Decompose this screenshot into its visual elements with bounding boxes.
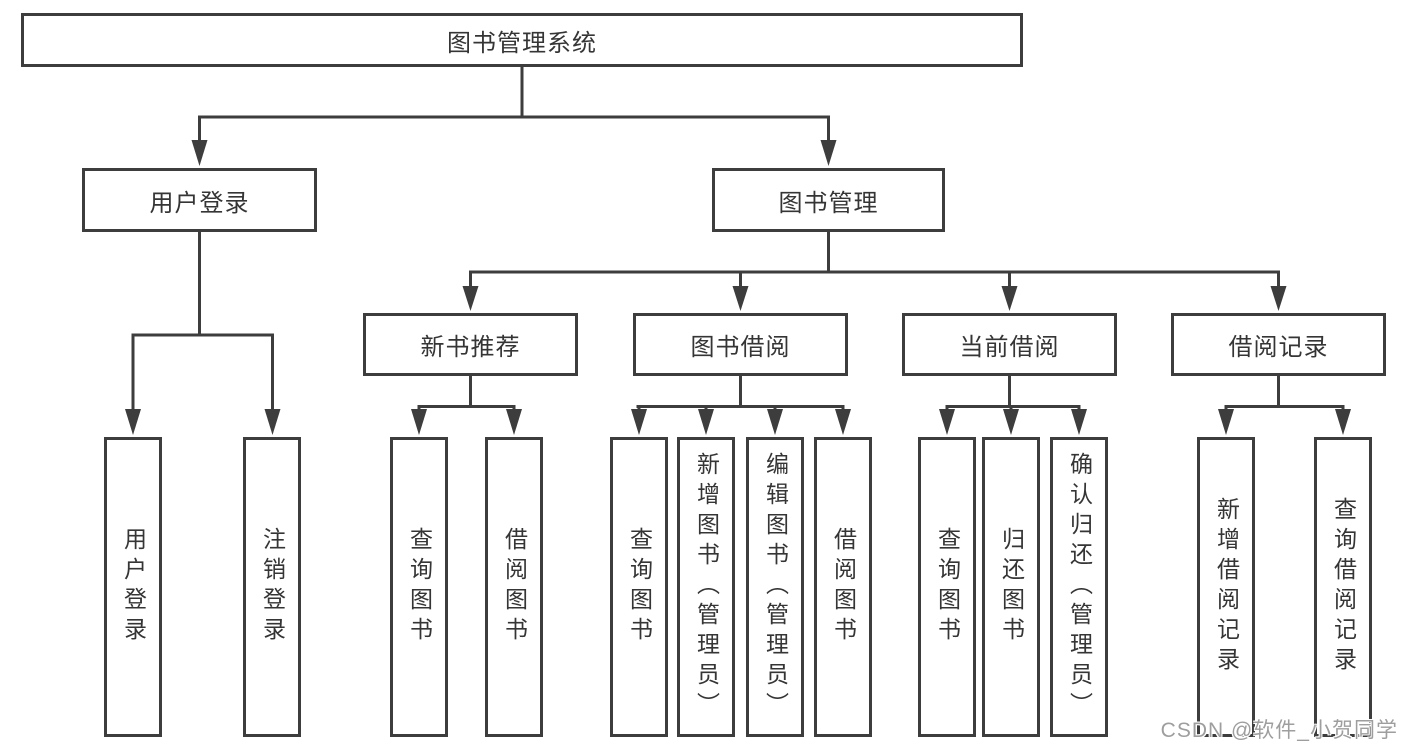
leaf-return-book: 归还图书	[982, 437, 1040, 737]
leaf-query-books-current: 查询图书	[918, 437, 976, 737]
node-current-borrow: 当前借阅	[902, 313, 1117, 376]
node-book-management: 图书管理	[712, 168, 945, 232]
csdn-watermark: CSDN @软件_小贺同学	[1160, 719, 1398, 742]
leaf-borrow-books-recommend: 借阅图书	[485, 437, 543, 737]
leaf-confirm-return-admin: 确认归还（管理员）	[1050, 437, 1108, 737]
leaf-add-book-admin: 新增图书（管理员）	[677, 437, 735, 737]
node-user-login: 用户登录	[82, 168, 317, 232]
leaf-user-login: 用户登录	[104, 437, 162, 737]
node-book-borrow: 图书借阅	[633, 313, 848, 376]
leaf-borrow-books: 借阅图书	[814, 437, 872, 737]
leaf-query-books-borrow: 查询图书	[610, 437, 668, 737]
node-library-system: 图书管理系统	[21, 13, 1023, 67]
leaf-logout: 注销登录	[243, 437, 301, 737]
leaf-add-borrow-record: 新增借阅记录	[1197, 437, 1255, 737]
leaf-edit-book-admin: 编辑图书（管理员）	[746, 437, 804, 737]
leaf-query-borrow-record: 查询借阅记录	[1314, 437, 1372, 737]
node-borrow-records: 借阅记录	[1171, 313, 1386, 376]
leaf-query-books-recommend: 查询图书	[390, 437, 448, 737]
node-new-book-recommend: 新书推荐	[363, 313, 578, 376]
